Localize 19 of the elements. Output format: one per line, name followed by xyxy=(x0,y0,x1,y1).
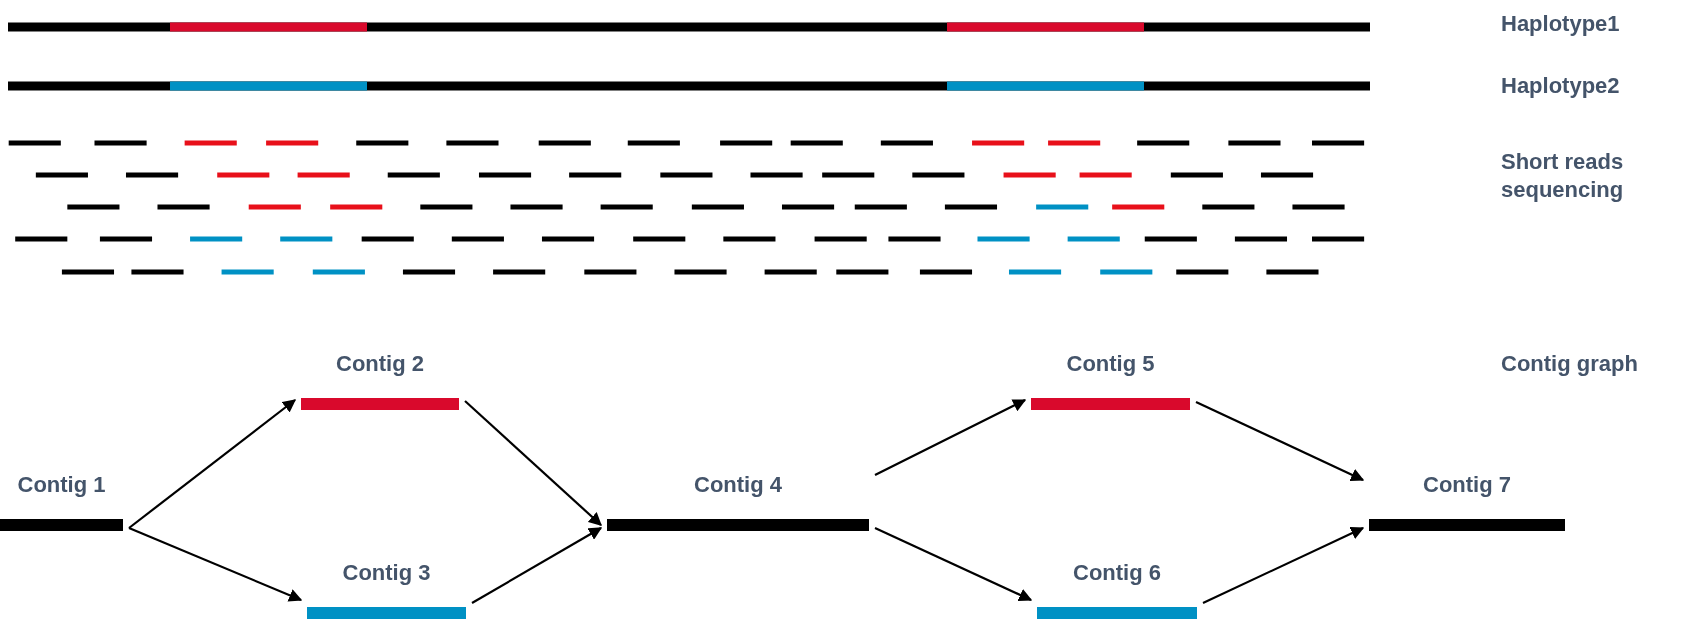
arrow xyxy=(128,399,297,529)
arrow xyxy=(1202,527,1365,604)
row-label: Short reads sequencing xyxy=(1501,148,1625,204)
contig-label: Contig 2 xyxy=(336,351,424,377)
contig-label: Contig 5 xyxy=(1066,351,1155,377)
contig-label: Contig 7 xyxy=(1423,472,1511,498)
contig-label: Contig 3 xyxy=(342,560,431,586)
arrow xyxy=(128,527,303,602)
contig-label: Contig 6 xyxy=(1073,560,1161,586)
arrow xyxy=(464,400,602,526)
arrow xyxy=(874,527,1033,601)
row-label: Contig graph xyxy=(1501,350,1639,378)
arrow xyxy=(1195,401,1365,481)
row-label: Haplotype1 xyxy=(1501,10,1621,38)
row-label: Haplotype2 xyxy=(1501,72,1621,100)
arrow xyxy=(471,527,603,604)
arrow xyxy=(874,399,1027,476)
contig-label: Contig 4 xyxy=(694,472,782,498)
contig-label: Contig 1 xyxy=(17,472,106,498)
